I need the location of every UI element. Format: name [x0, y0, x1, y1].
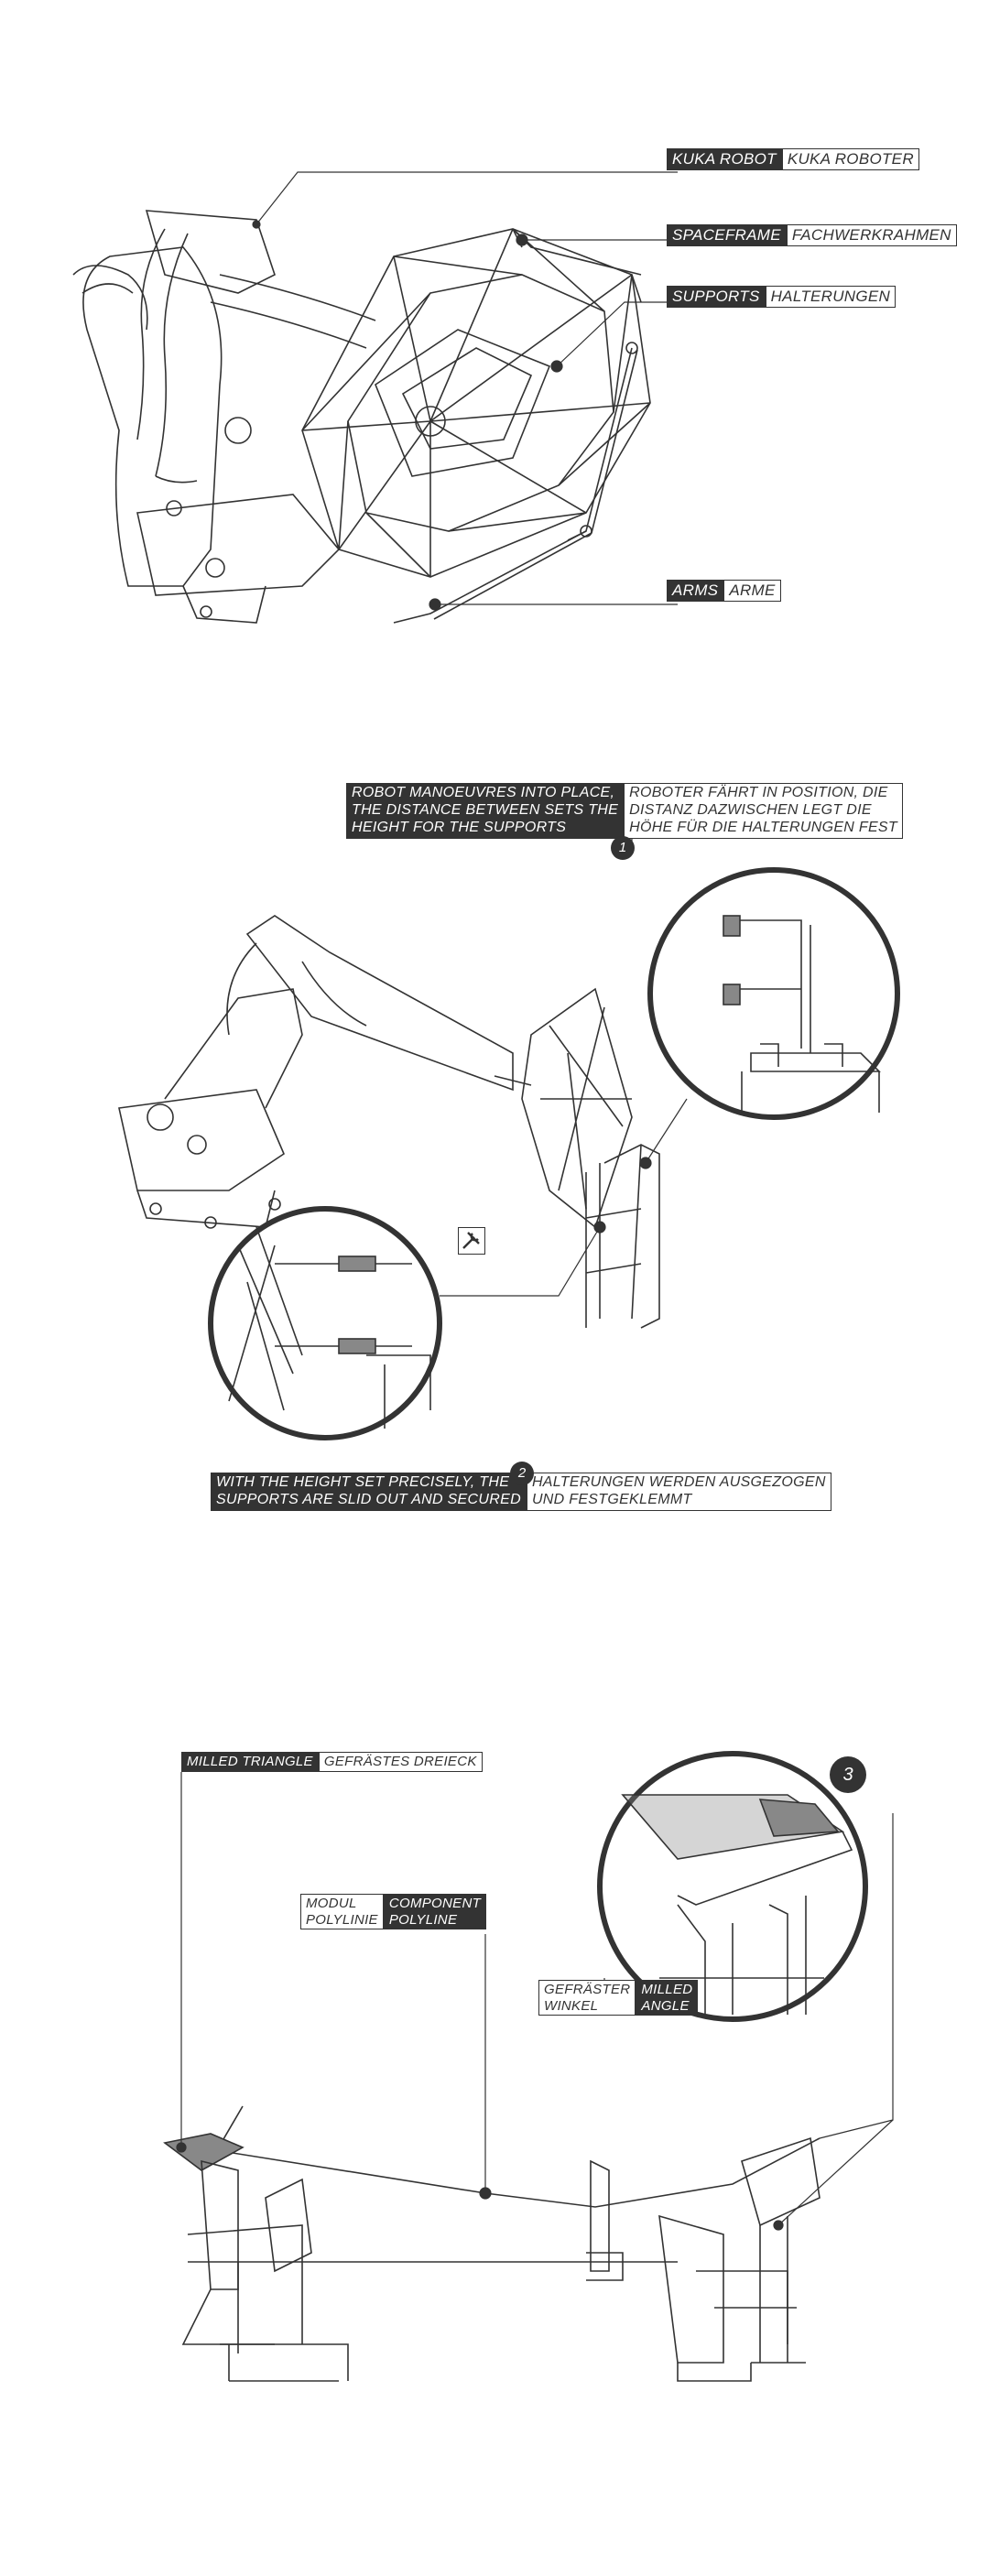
zoom-circle-support-top-detail: [723, 915, 881, 1113]
step2-caption: WITH THE HEIGHT SET PRECISELY, THE SUPPO…: [211, 1473, 831, 1511]
label-arms: ARMS ARME: [667, 580, 781, 603]
step1-caption: ROBOT MANOEUVRES INTO PLACE, THE DISTANC…: [346, 783, 903, 839]
label-milled-angle: GEFRÄSTER WINKEL MILLED ANGLE: [538, 1980, 699, 2016]
label-milled-angle-de: GEFRÄSTER WINKEL: [538, 1980, 636, 2016]
label-kuka-robot-de: KUKA ROBOTER: [781, 148, 919, 171]
label-supports: SUPPORTS HALTERUNGEN: [667, 286, 897, 309]
label-arms-en: ARMS: [667, 580, 724, 603]
robot-holding-frame-drawing: [118, 915, 660, 1329]
label-milled-triangle-en: MILLED TRIANGLE: [181, 1752, 319, 1772]
label-component-polyline-en: COMPONENT POLYLINE: [383, 1894, 487, 1930]
arms-drawing: [393, 228, 638, 624]
label-spaceframe: SPACEFRAME FACHWERKRAHMEN: [667, 224, 957, 247]
label-milled-triangle-de: GEFRÄSTES DREIECK: [318, 1752, 483, 1772]
label-component-polyline: MODUL POLYLINIE COMPONENT POLYLINE: [300, 1894, 487, 1930]
step1-caption-en: ROBOT MANOEUVRES INTO PLACE, THE DISTANC…: [346, 783, 625, 839]
label-supports-de: HALTERUNGEN: [765, 286, 897, 309]
label-supports-en: SUPPORTS: [667, 286, 766, 309]
label-spaceframe-de: FACHWERKRAHMEN: [786, 224, 957, 247]
label-milled-triangle: MILLED TRIANGLE GEFRÄSTES DREIECK: [181, 1752, 483, 1772]
label-kuka-robot-en: KUKA ROBOT: [667, 148, 782, 171]
zoom-circle-support-side: [208, 1206, 442, 1440]
section3-leaders: [176, 1772, 894, 2231]
step2-caption-de: HALTERUNGEN WERDEN AUSGEZOGEN UND FESTGE…: [526, 1473, 831, 1511]
label-component-polyline-de: MODUL POLYLINIE: [300, 1894, 384, 1930]
section2-leaders: [440, 838, 688, 1297]
wrench-screwdriver-icon: [458, 1227, 485, 1255]
zoom-circle-support-top: [647, 867, 900, 1120]
component-polyline-drawing: [163, 2105, 821, 2382]
zoom-circle-milled-angle: [597, 1751, 868, 2022]
zoom-circle-milled-angle-detail: [621, 1794, 853, 2015]
kuka-robot-drawing: [72, 210, 376, 624]
spaceframe-drawing: [301, 228, 651, 578]
step1-number-badge: 1: [611, 836, 635, 860]
section1-leaders: [252, 171, 678, 611]
label-arms-de: ARME: [723, 580, 781, 603]
step2-number-badge: 2: [510, 1462, 534, 1485]
step2-caption-en: WITH THE HEIGHT SET PRECISELY, THE SUPPO…: [211, 1473, 527, 1511]
zoom-circle-support-side-detail: [228, 1226, 431, 1429]
step1-caption-de: ROBOTER FÄHRT IN POSITION, DIE DISTANZ D…: [624, 783, 903, 839]
label-kuka-robot: KUKA ROBOT KUKA ROBOTER: [667, 148, 919, 171]
step3-number-badge: 3: [830, 1756, 866, 1793]
label-milled-angle-en: MILLED ANGLE: [636, 1980, 699, 2016]
label-spaceframe-en: SPACEFRAME: [667, 224, 787, 247]
